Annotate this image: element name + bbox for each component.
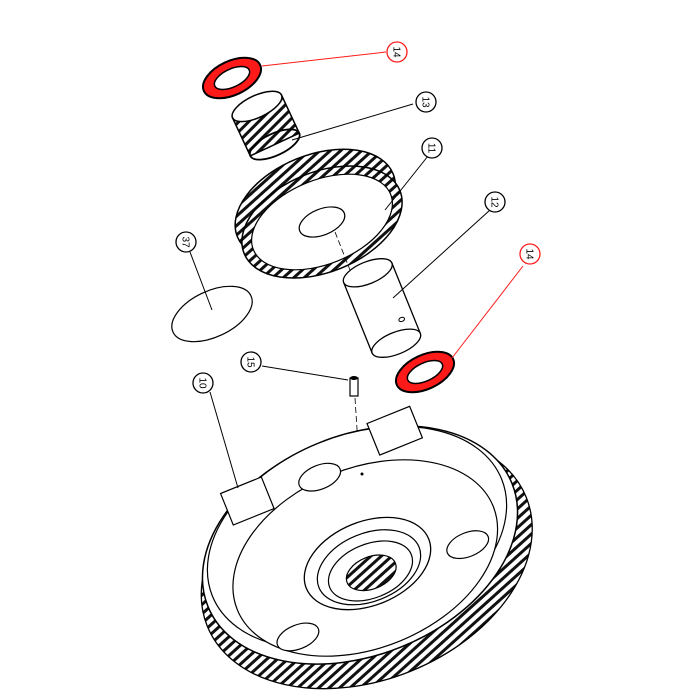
svg-text:10: 10 bbox=[197, 377, 208, 389]
callout-14a[interactable]: 14 bbox=[386, 41, 408, 63]
leader-11 bbox=[384, 155, 429, 211]
callout-13[interactable]: 13 bbox=[415, 91, 437, 113]
leader-37 bbox=[189, 251, 213, 311]
leader-15 bbox=[261, 365, 349, 381]
needle-bearing bbox=[231, 90, 301, 161]
planet-shaft bbox=[342, 258, 422, 358]
planet-gear bbox=[234, 148, 403, 279]
leader-10 bbox=[209, 391, 239, 489]
svg-text:15: 15 bbox=[245, 356, 256, 368]
callout-10[interactable]: 10 bbox=[192, 372, 214, 394]
callout-14b[interactable]: 14 bbox=[519, 243, 541, 265]
thrust-washer-lower bbox=[395, 350, 455, 394]
leader-14b bbox=[451, 265, 524, 359]
roll-pin bbox=[349, 376, 359, 397]
svg-text:12: 12 bbox=[489, 196, 500, 208]
callout-15[interactable]: 15 bbox=[240, 351, 262, 373]
leader-13 bbox=[291, 103, 414, 141]
svg-text:14: 14 bbox=[524, 248, 535, 260]
callout-11[interactable]: 11 bbox=[421, 137, 443, 159]
svg-text:14: 14 bbox=[391, 46, 402, 58]
pin-hole-marker bbox=[360, 472, 364, 476]
svg-text:37: 37 bbox=[180, 236, 191, 248]
svg-text:13: 13 bbox=[420, 96, 431, 108]
callout-12[interactable]: 12 bbox=[484, 191, 506, 213]
leader-12 bbox=[392, 209, 491, 299]
leader-14a bbox=[261, 51, 387, 67]
planet-carrier bbox=[200, 405, 533, 690]
svg-text:11: 11 bbox=[426, 143, 437, 154]
callout-37[interactable]: 37 bbox=[175, 231, 197, 253]
thrust-washer-upper bbox=[202, 56, 262, 100]
cover-disc bbox=[171, 285, 253, 343]
axis-centerline bbox=[334, 231, 353, 276]
